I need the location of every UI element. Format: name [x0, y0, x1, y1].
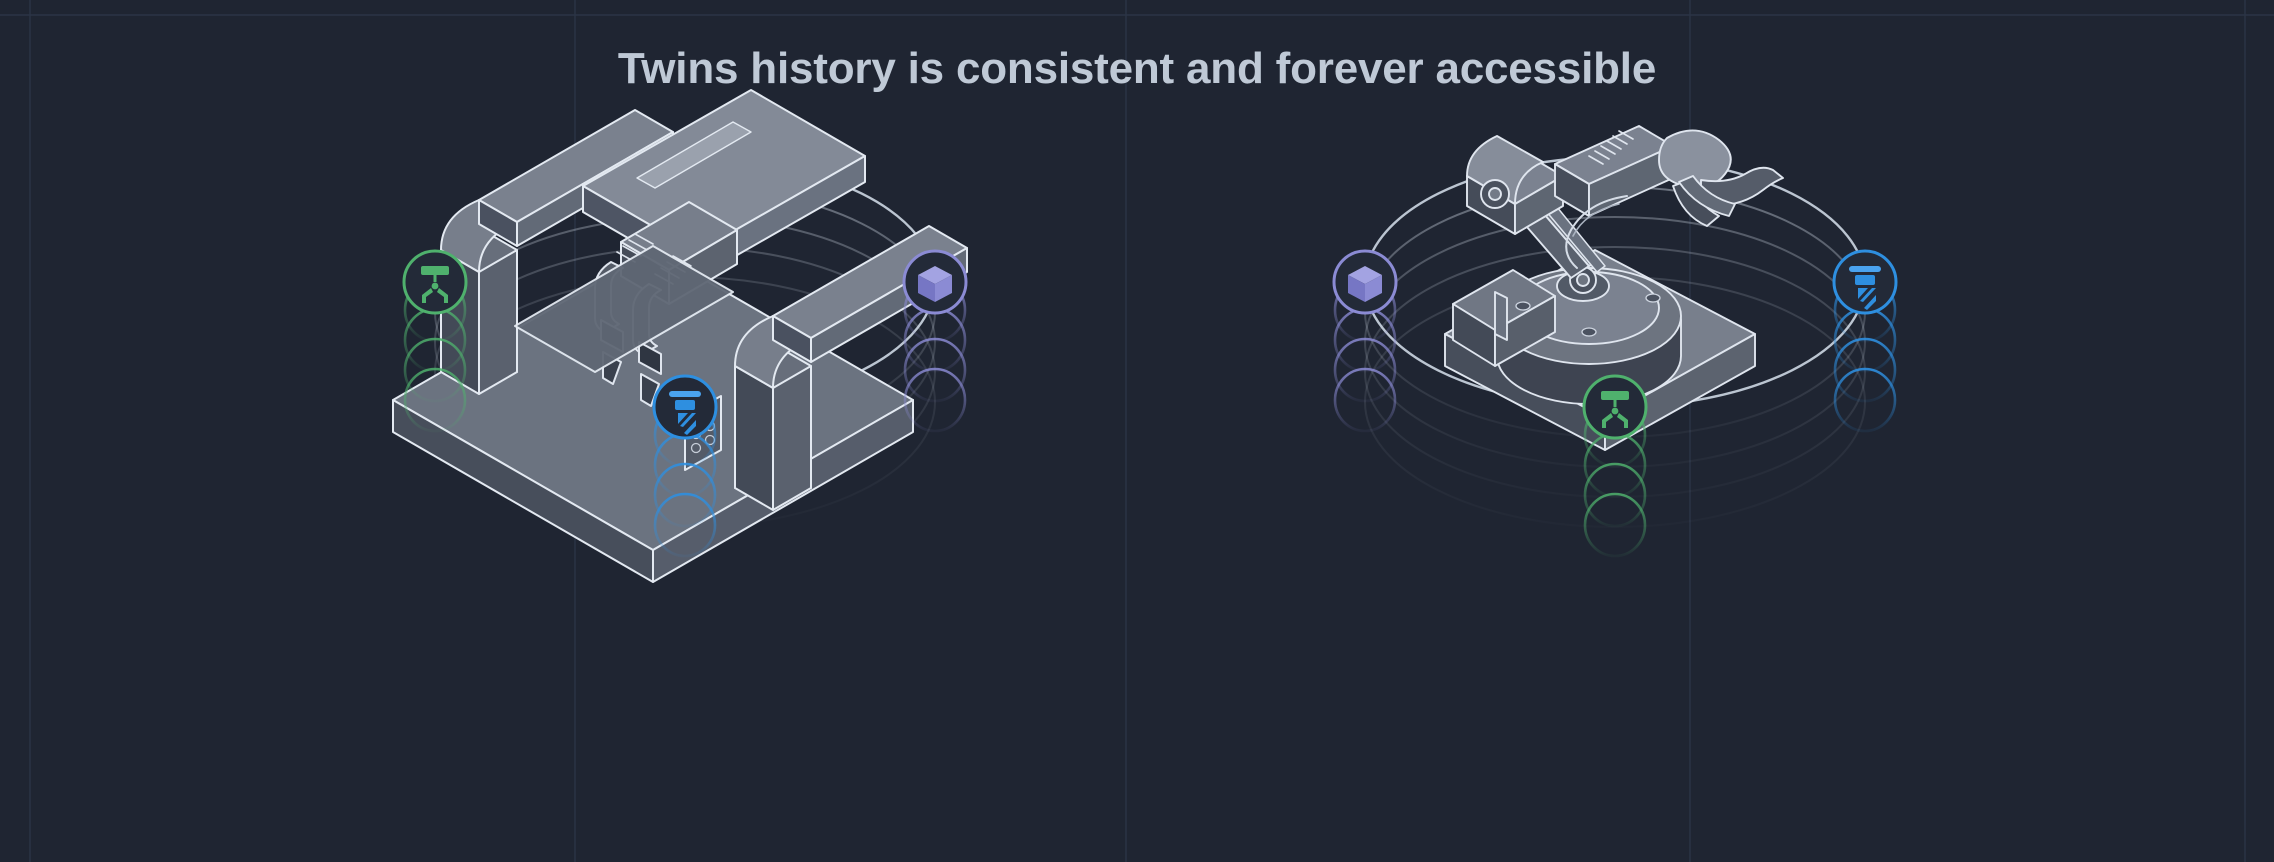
badge-cube-left[interactable]: [902, 249, 968, 433]
twin-scene-right: [1195, 120, 2035, 740]
cnc-gantry-machine: [392, 89, 968, 583]
badge-screw-left[interactable]: [652, 374, 718, 558]
gripper-icon: [1601, 391, 1629, 428]
gripper-icon: [421, 266, 449, 303]
screw-icon: [669, 391, 701, 435]
twin-scene-left: [265, 89, 1105, 740]
screw-icon: [1849, 266, 1881, 310]
badge-screw-right[interactable]: [1832, 249, 1898, 433]
cube-icon: [1348, 266, 1382, 302]
cube-icon: [918, 266, 952, 302]
badge-cube-right[interactable]: [1332, 249, 1398, 433]
badge-gripper-right[interactable]: [1582, 374, 1648, 558]
robot-arm-machine: [1444, 125, 1784, 451]
badge-gripper-left[interactable]: [402, 249, 468, 433]
page-title: Twins history is consistent and forever …: [617, 44, 1657, 93]
